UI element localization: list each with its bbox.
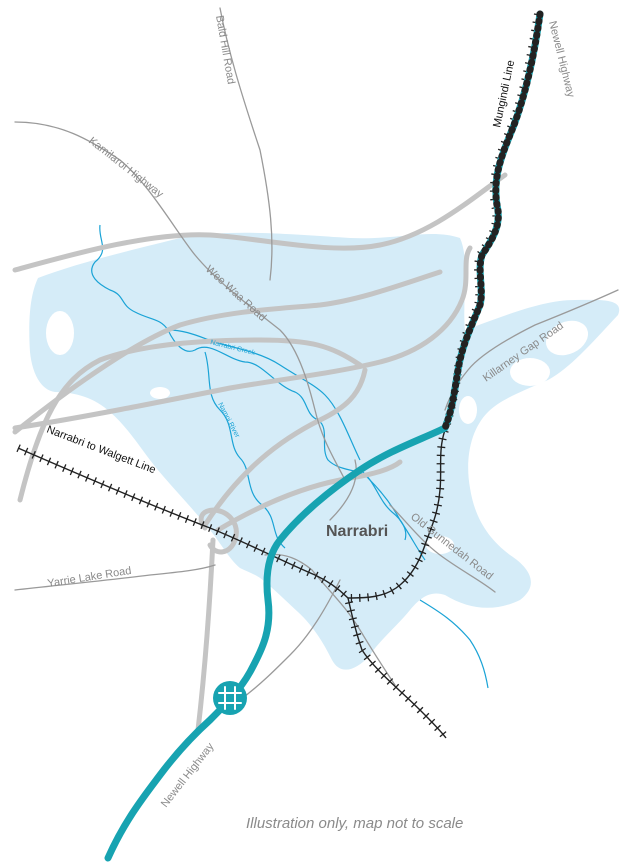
town-label: Narrabri (326, 523, 388, 540)
floodplain-islands (46, 311, 589, 554)
bald-hill-road-line (219, 7, 273, 281)
newell-highway-route (104, 10, 544, 862)
walgett-rail-line (16, 444, 351, 601)
road-west-branch (202, 367, 368, 528)
road-south (239, 579, 341, 701)
road-west-branch-2 (215, 459, 403, 533)
road-south-western (195, 537, 216, 733)
road-loop (198, 507, 239, 555)
disclaimer-note: Illustration only, map not to scale (246, 815, 464, 832)
highway-diagonal (17, 337, 363, 503)
highway-east-west-2 (12, 245, 473, 431)
highway-east-west-3 (12, 269, 443, 435)
old-gunnedah-road-line (389, 504, 496, 593)
kamilaroi-highway-line (14, 121, 346, 481)
main-roads (12, 172, 508, 733)
kamilaroi-highway-label: Kamilaroi Highway (86, 135, 166, 201)
bald-hill-road-label: Bald Hill Road (213, 14, 237, 85)
road-south-east (264, 553, 396, 686)
newell-highway-south-label: Newell Highway (159, 740, 217, 809)
waterways (91, 224, 489, 689)
yarrie-lake-road-line (14, 564, 216, 591)
highway-east-west-1 (12, 172, 508, 273)
road-centre (329, 459, 357, 521)
rail-crossing-icon[interactable] (213, 681, 247, 715)
yarrie-lake-road-label: Yarrie Lake Road (47, 565, 133, 590)
newell-highway-north-label: Newell Highway (546, 20, 577, 99)
